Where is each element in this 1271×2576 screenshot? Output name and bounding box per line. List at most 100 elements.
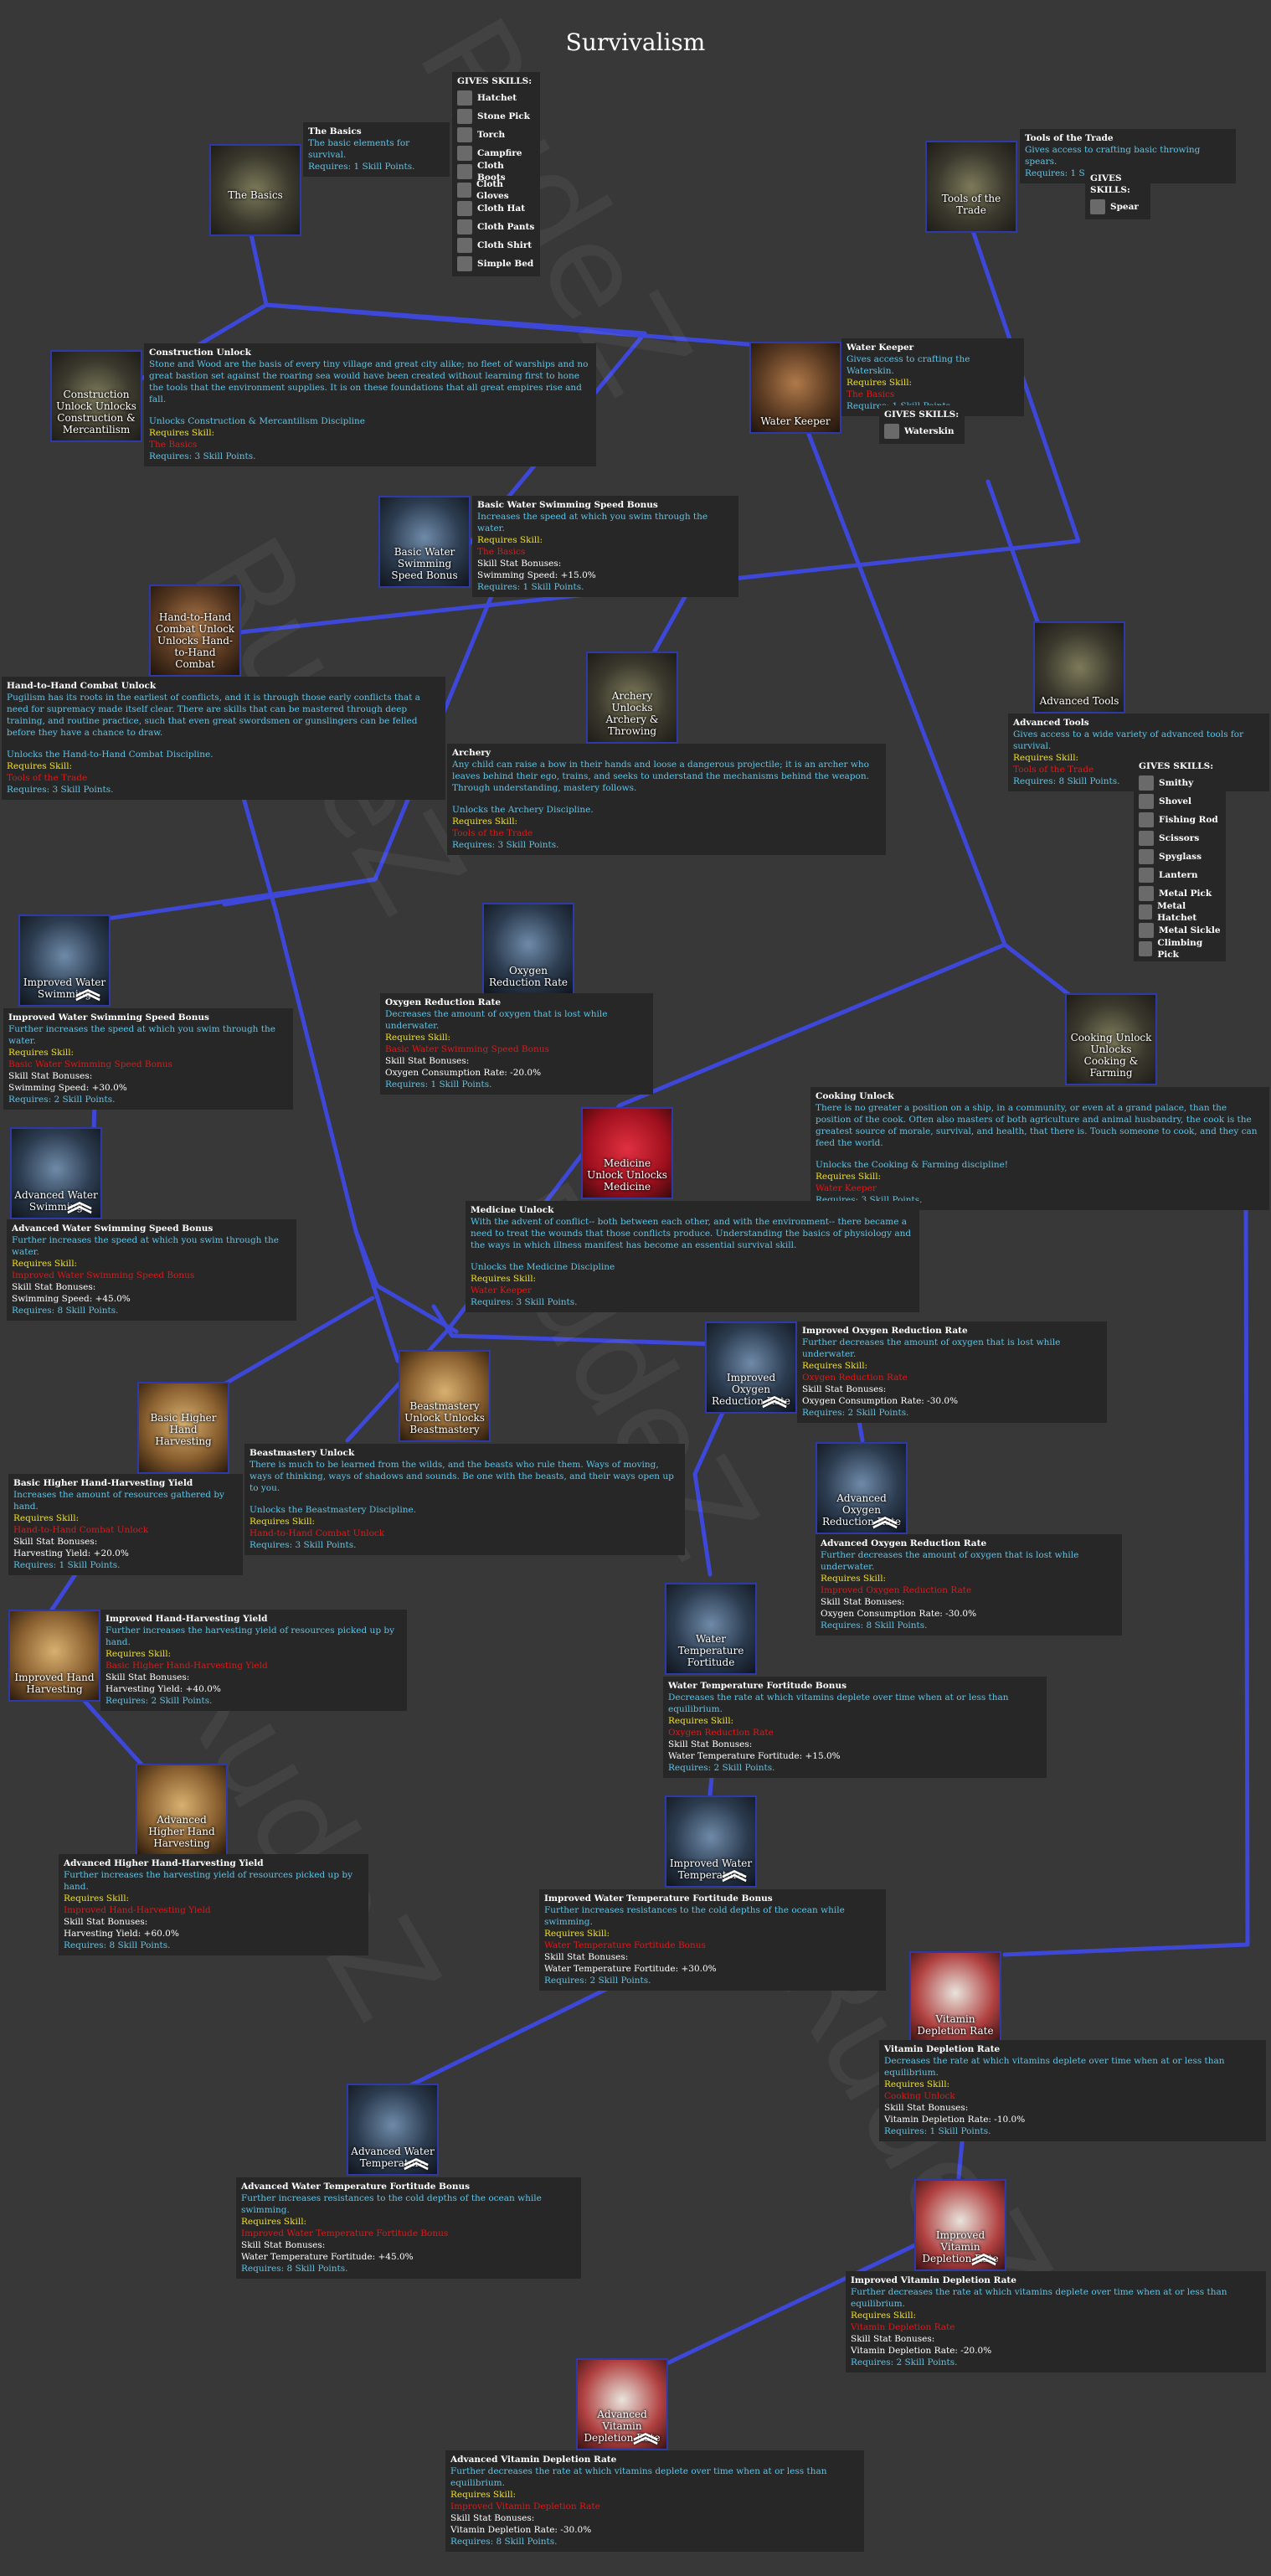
skill-info-water-temperature: Water Temperature Fortitude Bonus Decrea… xyxy=(663,1677,1047,1778)
skill-description: Decreases the rate at which vitamins dep… xyxy=(884,2056,1225,2078)
skill-points: Requires: 3 Skill Points. xyxy=(7,785,114,795)
anvil-icon xyxy=(1139,775,1154,791)
gives-skills-heading: GIVES SKILLS: xyxy=(1090,173,1130,195)
gives-item: Shovel xyxy=(1139,792,1221,811)
skill-icon-advanced-swim[interactable]: Advanced Water Swimming︽ xyxy=(10,1127,102,1219)
skill-description: Further increases the harvesting yield o… xyxy=(64,1870,353,1892)
skill-info-advanced-swim: Advanced Water Swimming Speed Bonus Furt… xyxy=(7,1219,296,1321)
connector-line xyxy=(692,1388,735,1577)
skill-icon-improved-temperature[interactable]: Improved Water Temperature︽ xyxy=(665,1795,757,1888)
requires-skill-label: Requires Skill: xyxy=(802,1361,868,1371)
requires-skill-label: Requires Skill: xyxy=(452,817,518,827)
skill-icon-advanced-vitamin[interactable]: Advanced Vitamin Depletion Rate︽ xyxy=(576,2358,668,2450)
required-skill: Improved Hand-Harvesting Yield xyxy=(64,1905,211,1915)
skill-icon-label: Advanced Water Temperature xyxy=(351,2146,435,2169)
skill-icon-basic-harvest[interactable]: Basic Higher Hand Harvesting xyxy=(137,1382,229,1474)
gives-skills-advanced-tools: GIVES SKILLS: Smithy Shovel Fishing Rod … xyxy=(1134,757,1226,961)
skill-points: Requires: 1 Skill Points. xyxy=(477,582,584,592)
stat-value: Vitamin Depletion Rate: -30.0% xyxy=(450,2525,592,2535)
upgrade-chevron-icon: ︽ xyxy=(75,976,100,1005)
skill-icon-vitamin[interactable]: Vitamin Depletion Rate xyxy=(909,1951,1001,2043)
skill-description: There is much to be learned from the wil… xyxy=(250,1460,674,1493)
skill-icon-water-keeper[interactable]: Water Keeper xyxy=(749,342,841,434)
skill-icon-the-basics[interactable]: The Basics xyxy=(209,144,301,236)
required-skill: Improved Water Temperature Fortitude Bon… xyxy=(241,2228,449,2239)
boots-icon xyxy=(457,164,472,179)
skill-unlock: Unlocks the Hand-to-Hand Combat Discipli… xyxy=(7,750,214,760)
skill-info-beastmastery: Beastmastery Unlock There is much to be … xyxy=(244,1444,685,1555)
skill-icon-label: Basic Water Swimming Speed Bonus xyxy=(391,546,458,581)
skill-icon-advanced-oxygen[interactable]: Advanced Oxygen Reduction Rate︽ xyxy=(816,1442,908,1534)
pickaxe-icon xyxy=(457,109,472,124)
required-skill: Basic Water Swimming Speed Bonus xyxy=(8,1059,172,1069)
skill-icon-label: Beastmastery Unlock Unlocks Beastmastery xyxy=(404,1400,485,1435)
skill-info-oxygen: Oxygen Reduction Rate Decreases the amou… xyxy=(380,993,653,1095)
skill-icon-beastmastery[interactable]: Beastmastery Unlock Unlocks Beastmastery xyxy=(399,1350,491,1442)
gives-skills-water-keeper: GIVES SKILLS: Waterskin xyxy=(879,405,965,444)
skill-name: Cooking Unlock xyxy=(816,1091,894,1101)
skill-points: Requires: 2 Skill Points. xyxy=(544,1976,651,1986)
required-skill: The Basics xyxy=(846,389,895,399)
required-skill: Tools of the Trade xyxy=(452,828,533,838)
skill-description: Stone and Wood are the basis of every ti… xyxy=(149,359,589,404)
skill-icon-label: Advanced Vitamin Depletion Rate xyxy=(584,2409,661,2444)
skill-name: Advanced Water Temperature Fortitude Bon… xyxy=(241,2182,471,2192)
stat-bonuses-label: Skill Stat Bonuses: xyxy=(450,2513,535,2523)
skill-icon-improved-harvest[interactable]: Improved Hand Harvesting xyxy=(8,1610,100,1702)
gives-item: Waterskin xyxy=(884,422,960,440)
skill-info-improved-oxygen: Improved Oxygen Reduction Rate Further d… xyxy=(797,1321,1107,1423)
skill-description: Further increases the speed at which you… xyxy=(8,1024,275,1046)
skill-icon-improved-vitamin[interactable]: Improved Vitamin Depletion Rate︽ xyxy=(914,2179,1006,2271)
skill-icon-advanced-tools[interactable]: Advanced Tools xyxy=(1033,621,1125,714)
skill-description: Increases the speed at which you swim th… xyxy=(477,512,708,533)
skill-points: Requires: 8 Skill Points. xyxy=(1013,776,1120,786)
skill-icon-label: Improved Water Swimming xyxy=(23,976,106,1000)
skill-icon-basic-swim[interactable]: Basic Water Swimming Speed Bonus xyxy=(378,496,471,588)
skill-description: Gives access to a wide variety of advanc… xyxy=(1013,729,1244,751)
requires-skill-label: Requires Skill: xyxy=(13,1513,80,1523)
gives-skills-heading: GIVES SKILLS: xyxy=(1139,761,1214,771)
skill-name: Advanced Water Swimming Speed Bonus xyxy=(12,1224,214,1234)
stat-bonuses-label: Skill Stat Bonuses: xyxy=(12,1282,96,1292)
skill-description: There is no greater a position on a ship… xyxy=(816,1103,1258,1148)
skill-info-advanced-vitamin: Advanced Vitamin Depletion Rate Further … xyxy=(445,2450,864,2552)
pickaxe-icon xyxy=(1139,886,1154,901)
required-skill: Cooking Unlock xyxy=(884,2091,955,2101)
skill-icon-hand-to-hand[interactable]: Hand-to-Hand Combat Unlock Unlocks Hand-… xyxy=(149,585,241,677)
connector-line xyxy=(391,1974,635,2096)
skill-icon-improved-oxygen[interactable]: Improved Oxygen Reduction Rate︽ xyxy=(705,1321,797,1414)
skill-icon-cooking[interactable]: Cooking Unlock Unlocks Cooking & Farming xyxy=(1065,993,1157,1085)
skill-unlock: Unlocks the Medicine Discipline xyxy=(471,1262,615,1272)
skill-icon-tools-of-the-trade[interactable]: Tools of the Trade xyxy=(925,141,1017,233)
skill-info-advanced-tools: Advanced Tools Gives access to a wide va… xyxy=(1008,714,1269,791)
skill-name: Beastmastery Unlock xyxy=(250,1448,355,1458)
stat-value: Swimming Speed: +15.0% xyxy=(477,570,596,580)
skill-points: Requires: 3 Skill Points. xyxy=(452,840,559,850)
gives-item: Scissors xyxy=(1139,829,1221,848)
skill-info-tools-of-the-trade: Tools of the Trade Gives access to craft… xyxy=(1020,129,1236,183)
skill-icon-archery[interactable]: Archery Unlocks Archery & Throwing xyxy=(586,652,678,744)
skill-icon-advanced-temperature[interactable]: Advanced Water Temperature︽ xyxy=(347,2084,439,2176)
skill-description: Further increases the speed at which you… xyxy=(12,1235,279,1257)
skill-icon-improved-swim[interactable]: Improved Water Swimming︽ xyxy=(18,914,111,1007)
stat-value: Water Temperature Fortitude: +45.0% xyxy=(241,2252,414,2262)
shovel-icon xyxy=(1139,794,1154,809)
skill-icon-medicine[interactable]: Medicine Unlock Unlocks Medicine xyxy=(581,1107,673,1199)
skill-icon-advanced-harvest[interactable]: Advanced Higher Hand Harvesting xyxy=(136,1764,228,1856)
requires-skill-label: Requires Skill: xyxy=(544,1929,610,1939)
skill-name: Improved Vitamin Depletion Rate xyxy=(851,2275,1016,2285)
skill-icon-water-temperature[interactable]: Water Temperature Fortitude xyxy=(665,1583,757,1675)
stat-bonuses-label: Skill Stat Bonuses: xyxy=(385,1056,470,1066)
skill-info-basic-swim: Basic Water Swimming Speed Bonus Increas… xyxy=(472,496,738,597)
skill-icon-construction[interactable]: Construction Unlock Unlocks Construction… xyxy=(50,350,142,442)
requires-skill-label: Requires Skill: xyxy=(821,1574,887,1584)
skill-icon-oxygen[interactable]: Oxygen Reduction Rate xyxy=(482,903,574,995)
gives-item: Cloth Hat xyxy=(457,199,535,218)
skill-icon-label: Construction Unlock Unlocks Construction… xyxy=(56,389,136,435)
skill-icon-label: Medicine Unlock Unlocks Medicine xyxy=(587,1157,667,1193)
skill-icon-label: Advanced Tools xyxy=(1039,695,1119,707)
skill-info-improved-swim: Improved Water Swimming Speed Bonus Furt… xyxy=(3,1008,293,1110)
skill-name: Improved Water Temperature Fortitude Bon… xyxy=(544,1893,773,1904)
stat-bonuses-label: Skill Stat Bonuses: xyxy=(241,2240,326,2250)
skill-info-improved-vitamin: Improved Vitamin Depletion Rate Further … xyxy=(846,2271,1266,2372)
